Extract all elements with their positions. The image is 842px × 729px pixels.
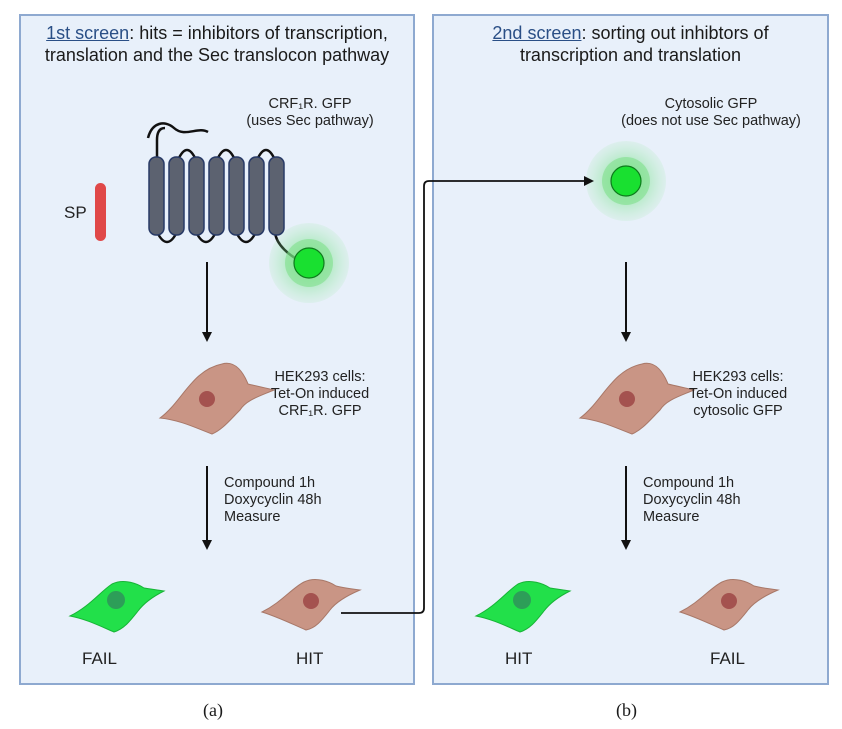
signal-peptide-icon xyxy=(95,183,106,241)
green-cell-icon-a xyxy=(68,581,166,633)
cells-a-line2: Tet-On induced xyxy=(270,386,370,402)
connector-arrow xyxy=(341,176,594,614)
caption-b: (b) xyxy=(616,700,637,720)
step-a-3: Measure xyxy=(224,509,281,525)
reporter-a-line1: CRF₁R. GFP xyxy=(268,96,352,112)
crf1r-receptor-icon xyxy=(146,122,303,264)
panel-b-title-line2: transcription and translation xyxy=(519,45,742,65)
panel-a-title-line2: translation and the Sec translocon pathw… xyxy=(44,45,390,65)
panel-b-title-line1: : sorting out inhibtors of xyxy=(581,23,769,43)
step-b-3: Measure xyxy=(643,509,700,525)
cells-b-line3: cytosolic GFP xyxy=(693,403,783,419)
panel-a-title: 1st screen: hits = inhibitors of transcr… xyxy=(19,22,415,66)
green-cell-icon-b xyxy=(474,581,572,633)
panel-second-screen xyxy=(432,14,829,685)
panel-a-title-line1: : hits = inhibitors of transcription, xyxy=(129,23,388,43)
steps-label-b: Compound 1h Doxycyclin 48h Measure xyxy=(643,475,741,526)
outcome-b-left: HIT xyxy=(505,649,533,668)
gfp-glow-icon-cytosolic xyxy=(586,141,666,221)
cells-label-b: HEK293 cells: Tet-On induced cytosolic G… xyxy=(686,369,790,420)
panel-b-title-highlight: 2nd screen xyxy=(492,23,582,43)
cells-a-line3: CRF₁R. GFP xyxy=(278,403,362,419)
gfp-glow-icon-receptor xyxy=(269,223,349,303)
reporter-label-b: Cytosolic GFP (does not use Sec pathway) xyxy=(596,96,826,130)
step-b-1: Compound 1h xyxy=(643,475,735,491)
reporter-b-line2: (does not use Sec pathway) xyxy=(621,113,801,129)
step-b-2: Doxycyclin 48h xyxy=(643,492,741,508)
step-a-1: Compound 1h xyxy=(224,475,316,491)
cells-b-line1: HEK293 cells: xyxy=(692,369,784,385)
reporter-b-line1: Cytosolic GFP xyxy=(664,96,758,112)
panel-a-title-highlight: 1st screen xyxy=(46,23,130,43)
hek293-cell-icon-a xyxy=(158,362,276,435)
hek293-cell-icon-b xyxy=(578,362,696,435)
steps-label-a: Compound 1h Doxycyclin 48h Measure xyxy=(224,475,322,526)
outcome-a-left: FAIL xyxy=(82,649,117,668)
outcome-b-right: FAIL xyxy=(710,649,745,668)
panel-b-title: 2nd screen: sorting out inhibtors of tra… xyxy=(432,22,829,66)
cells-b-line2: Tet-On induced xyxy=(688,386,788,402)
step-a-2: Doxycyclin 48h xyxy=(224,492,322,508)
outcome-a-right: HIT xyxy=(296,649,324,668)
caption-a: (a) xyxy=(203,700,223,720)
cells-label-a: HEK293 cells: Tet-On induced CRF₁R. GFP xyxy=(268,369,372,420)
reporter-label-a: CRF₁R. GFP (uses Sec pathway) xyxy=(228,96,392,130)
brown-cell-icon-a xyxy=(260,579,362,631)
brown-cell-icon-b xyxy=(678,579,780,631)
reporter-a-line2: (uses Sec pathway) xyxy=(246,113,374,129)
cells-a-line1: HEK293 cells: xyxy=(274,369,366,385)
panel-first-screen xyxy=(19,14,415,685)
sp-label: SP xyxy=(64,203,87,222)
